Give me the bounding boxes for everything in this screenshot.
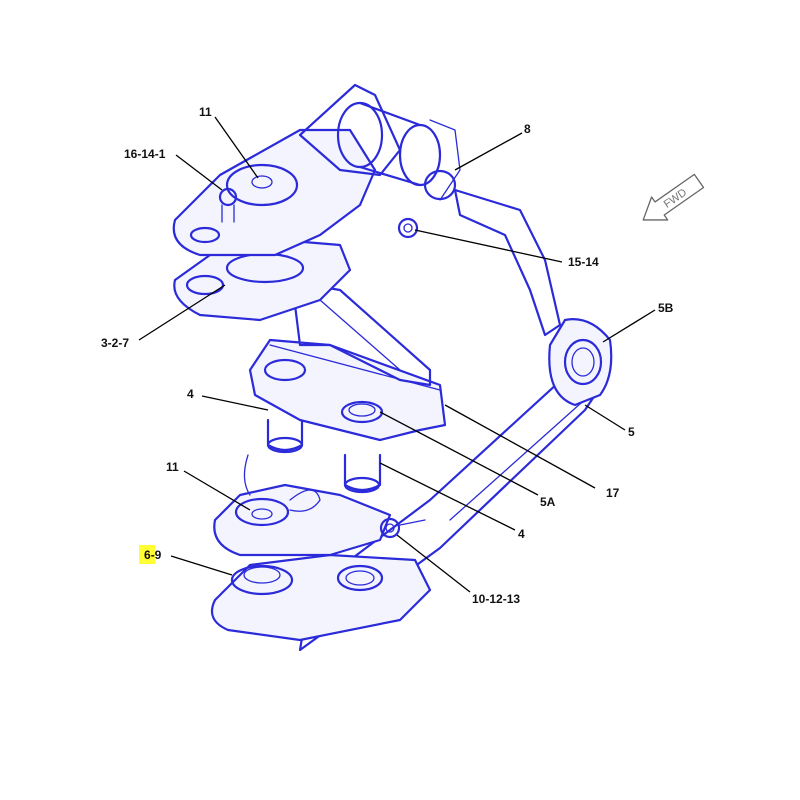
callout-10-12-13: 10-12-13 (472, 592, 520, 606)
callout-3-2-7: 3-2-7 (101, 336, 129, 350)
callout-6-9-rest: -9 (151, 548, 162, 562)
callout-4-left: 4 (187, 387, 194, 401)
callout-6-highlighted: 6 (144, 548, 151, 562)
callout-highlight (139, 545, 155, 564)
callout-5a: 5A (540, 495, 556, 509)
callout-16-14-1: 16-14-1 (124, 147, 166, 161)
leader-lines (138, 116, 656, 593)
callout-5b: 5B (658, 301, 674, 315)
callout-11-mid: 11 (166, 460, 179, 474)
mounting-bracket (248, 283, 447, 442)
upper-arm-assembly (172, 83, 613, 407)
callout-labels: 11 16-14-1 8 15-14 5B 3-2-7 4 5 17 5A 11… (101, 105, 674, 606)
callout-6-9: 6-9 (144, 548, 162, 562)
callout-8: 8 (524, 122, 531, 136)
callout-11-top: 11 (199, 105, 212, 119)
callout-4-right: 4 (518, 527, 525, 541)
forward-arrow-icon: FWD (642, 173, 705, 221)
lower-arm-assembly (210, 370, 607, 652)
callout-17: 17 (606, 486, 620, 500)
callout-15-14: 15-14 (568, 255, 599, 269)
callout-5: 5 (628, 425, 635, 439)
